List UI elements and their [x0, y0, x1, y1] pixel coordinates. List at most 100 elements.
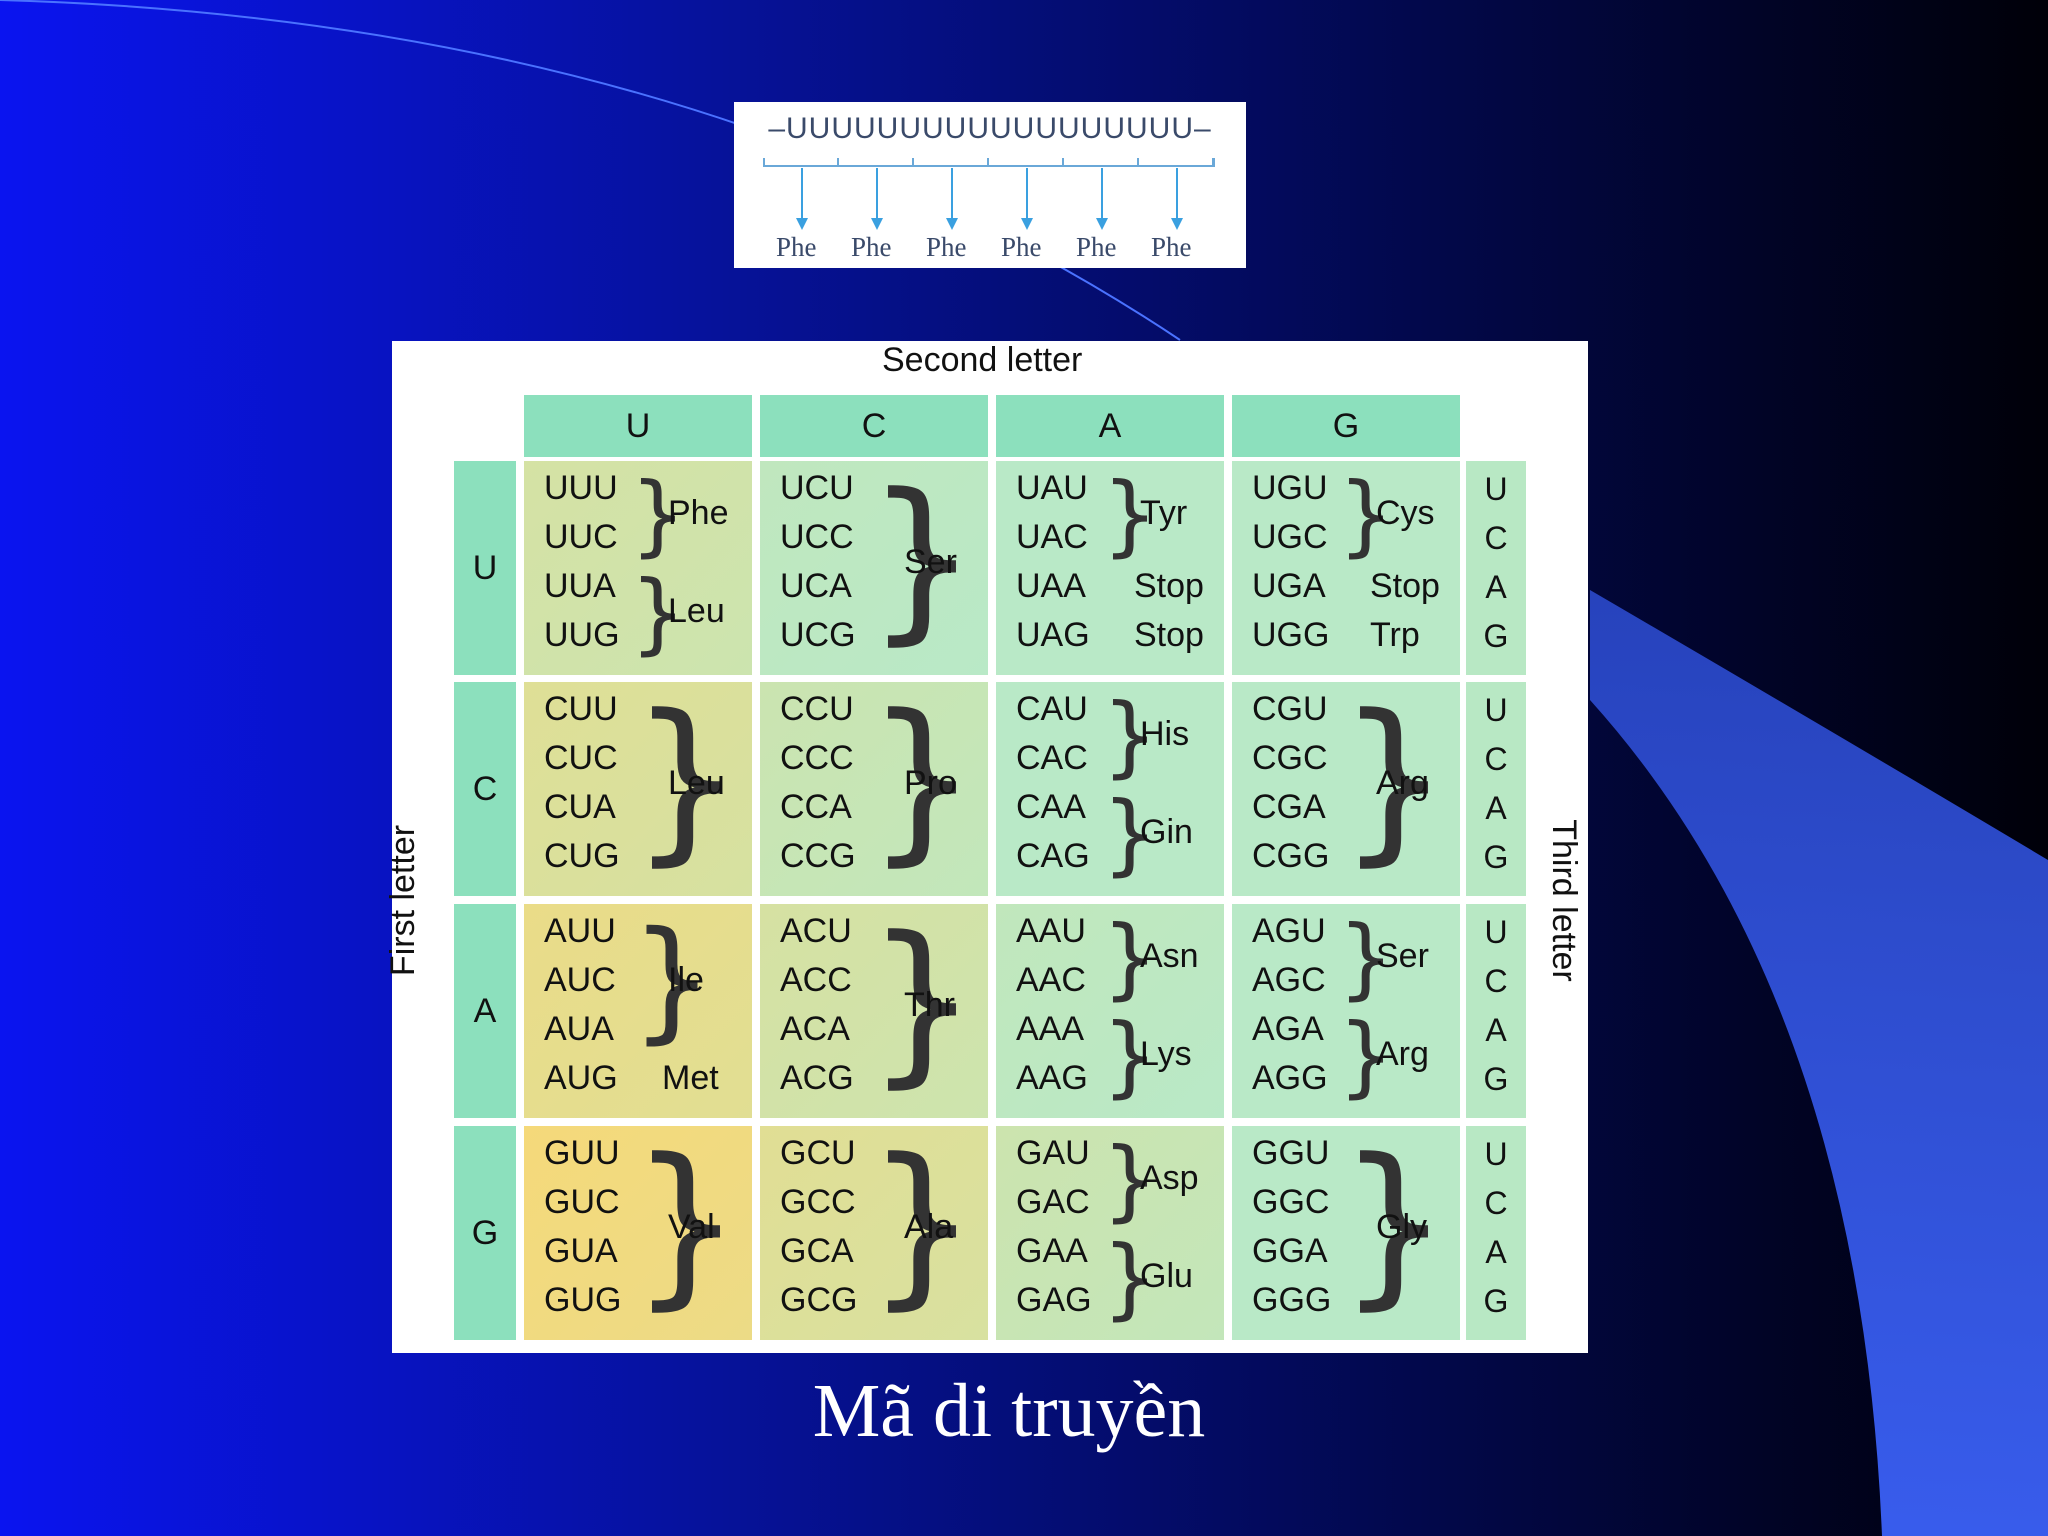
codon: AAU: [1016, 912, 1086, 950]
third-letter: G: [1483, 839, 1509, 875]
codon: UUA: [544, 567, 616, 605]
codon: AUC: [544, 961, 616, 999]
amino-acid: Pro: [904, 763, 957, 802]
amino-acid: Lys: [1140, 1034, 1192, 1073]
codon: UUU: [544, 469, 618, 507]
codon: UAC: [1016, 518, 1088, 556]
codon: GGA: [1252, 1232, 1328, 1270]
first-letter-label: First letter: [384, 824, 423, 977]
codon: CGG: [1252, 837, 1330, 875]
amino-acid: Stop: [1134, 567, 1204, 605]
first-letter-header: C: [454, 682, 516, 896]
second-letter-header: U: [524, 395, 752, 457]
amino-acid: Met: [662, 1059, 719, 1097]
codon: GUA: [544, 1232, 618, 1270]
amino-acid: Tyr: [1140, 493, 1188, 532]
brace-icon: }: [1102, 463, 1158, 566]
brace-icon: }: [866, 456, 978, 661]
third-letter: C: [1484, 963, 1508, 999]
brace-icon: }: [866, 899, 978, 1104]
codon: CAU: [1016, 690, 1088, 728]
codon: UUG: [544, 616, 620, 654]
brace-icon: }: [630, 677, 742, 882]
codon: UGG: [1252, 616, 1330, 654]
third-letter: A: [1485, 1234, 1507, 1270]
mrna-strand: –UUUUUUUUUUUUUUUUUU–: [768, 112, 1212, 145]
codon: UAA: [1016, 567, 1086, 605]
codon: AUG: [544, 1059, 618, 1097]
amino-acid-phe: Phe: [1001, 232, 1042, 262]
codon: CAC: [1016, 739, 1088, 777]
third-letter: A: [1485, 569, 1507, 605]
third-letter: G: [1483, 1061, 1509, 1097]
codon: CGU: [1252, 690, 1328, 728]
codon: UAG: [1016, 616, 1090, 654]
arrow-head-icon: [796, 218, 808, 230]
amino-acid-phe: Phe: [926, 232, 967, 262]
codon: UAU: [1016, 469, 1088, 507]
second-letter-header: G: [1232, 395, 1460, 457]
brace-icon: }: [1102, 684, 1158, 787]
codon: GCC: [780, 1183, 856, 1221]
amino-acid: Asp: [1140, 1158, 1199, 1197]
codon: CGC: [1252, 739, 1328, 777]
codon: AUA: [544, 1010, 614, 1048]
brace-icon: }: [1102, 1128, 1158, 1231]
codon: GUC: [544, 1183, 620, 1221]
second-letter-header: C: [760, 395, 988, 457]
third-letter: C: [1484, 1185, 1508, 1221]
codon: UCA: [780, 567, 852, 605]
codon: GGU: [1252, 1134, 1330, 1172]
codon: GCA: [780, 1232, 854, 1270]
brace-icon: }: [866, 677, 978, 882]
brace-icon: }: [1102, 1226, 1158, 1329]
codon: UCC: [780, 518, 854, 556]
brace-icon: }: [1102, 1004, 1158, 1107]
codon: AGC: [1252, 961, 1326, 999]
arrow-head-icon: [1171, 218, 1183, 230]
codon-table: Second letter First letter Third letter …: [384, 341, 1588, 1353]
third-letter: A: [1485, 1012, 1507, 1048]
codon: GAA: [1016, 1232, 1088, 1270]
amino-acid: Arg: [1376, 763, 1429, 802]
brace-icon: }: [1338, 906, 1394, 1009]
amino-acid: His: [1140, 714, 1190, 753]
third-letter-label: Third letter: [1544, 819, 1583, 982]
codon: UGC: [1252, 518, 1328, 556]
arrow-head-icon: [871, 218, 883, 230]
arrow-head-icon: [946, 218, 958, 230]
codon: GUU: [544, 1134, 620, 1172]
third-letter: A: [1485, 790, 1507, 826]
amino-acid: Gly: [1376, 1207, 1427, 1246]
brace-icon: }: [630, 903, 714, 1057]
codon: CUC: [544, 739, 618, 777]
second-letter-label: Second letter: [882, 341, 1083, 379]
codon: CUA: [544, 788, 616, 826]
brace-icon: }: [1338, 1004, 1394, 1107]
brace-icon: }: [1338, 1121, 1450, 1326]
codon: GCU: [780, 1134, 856, 1172]
brace-icon: }: [630, 463, 686, 566]
codon: AUU: [544, 912, 616, 950]
amino-acid: Gin: [1140, 812, 1193, 851]
arrow-head-icon: [1096, 218, 1108, 230]
codon: UCU: [780, 469, 854, 507]
codon: CCC: [780, 739, 854, 777]
brace-icon: }: [1338, 463, 1394, 566]
third-letter: U: [1484, 1136, 1508, 1172]
amino-acid: Glu: [1140, 1256, 1193, 1295]
codon: GCG: [780, 1281, 858, 1319]
codon: ACU: [780, 912, 852, 950]
brace-icon: }: [630, 1121, 742, 1326]
codon: AAA: [1016, 1010, 1085, 1048]
